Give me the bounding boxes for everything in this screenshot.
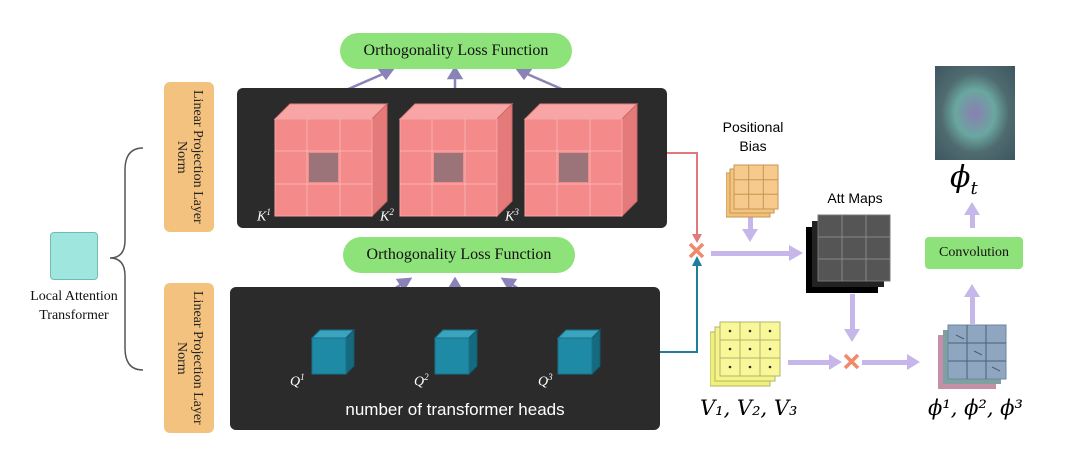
local-transformer-icon xyxy=(50,232,98,280)
phi-t-label: ϕt xyxy=(950,160,978,199)
values-grid xyxy=(710,321,781,387)
orthogonality-loss-bottom: Orthogonality Loss Function xyxy=(343,237,575,273)
lavender-arrows xyxy=(711,202,980,370)
output-thumbnail xyxy=(935,66,1015,160)
values-label: V₁, V₂, V₃ xyxy=(700,396,798,420)
multiply-2 xyxy=(843,353,860,370)
query-cube-2 xyxy=(434,329,478,375)
positional-bias-grid xyxy=(726,164,779,218)
projection-label-top: Linear Projection Layer Norm xyxy=(174,90,205,224)
key-cube-2 xyxy=(399,103,513,217)
key-link-head xyxy=(692,234,702,243)
key-cubes xyxy=(274,103,638,217)
heads-label: number of transformer heads xyxy=(345,400,565,419)
query-label-3: Q3 xyxy=(538,372,553,390)
key-link xyxy=(652,152,698,237)
projection-label-bottom: Linear Projection Layer Norm xyxy=(174,291,205,425)
projection-box-bottom: Linear Projection Layer Norm xyxy=(164,283,214,433)
projection-box-top: Linear Projection Layer Norm xyxy=(164,82,214,232)
query-cube-3 xyxy=(557,329,601,375)
key-cube-3 xyxy=(524,103,638,217)
query-label-2: Q2 xyxy=(414,372,429,390)
key-label-3: K3 xyxy=(505,207,519,225)
key-cube-1 xyxy=(274,103,388,217)
att-maps-grid xyxy=(806,214,891,293)
phi-stack xyxy=(938,324,1007,389)
local-transformer-label: Local Attention Transformer xyxy=(30,289,118,323)
convolution-box: Convolution xyxy=(925,237,1023,269)
orthogonality-loss-top: Orthogonality Loss Function xyxy=(340,33,572,69)
query-cube-1 xyxy=(311,329,355,375)
query-label-1: Q1 xyxy=(290,372,305,390)
positional-bias-label: Positional Bias xyxy=(722,119,784,154)
key-label-2: K2 xyxy=(380,207,394,225)
att-maps-label: Att Maps xyxy=(827,190,883,206)
query-link-head xyxy=(692,256,702,266)
brace xyxy=(109,147,144,371)
phi-label: ϕ¹, ϕ², ϕ³ xyxy=(928,396,1023,420)
multiply-1 xyxy=(688,242,705,259)
key-label-1: K1 xyxy=(257,207,271,225)
